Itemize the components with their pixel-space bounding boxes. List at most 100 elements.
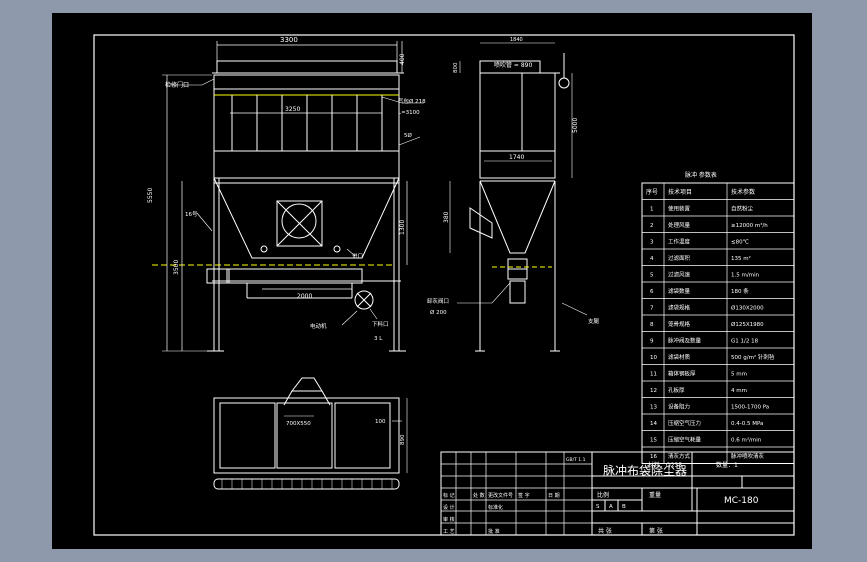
label-ladder: 16号 — [185, 211, 198, 218]
table-cell: 6 — [650, 289, 654, 295]
front-width-dim: 3300 — [280, 36, 298, 44]
side-top-dim: 800 — [453, 62, 459, 73]
table-cell: 笼骨规格 — [668, 320, 691, 328]
title-left-cell: 标 记 — [443, 492, 455, 499]
plan-inlet — [290, 377, 323, 392]
table-cell: 16 — [650, 454, 657, 460]
plan-conveyor — [213, 478, 400, 490]
plan-dim2: 100 — [375, 419, 386, 425]
title-left-cell: 工 艺 — [443, 529, 455, 535]
table-cell: 135 m² — [731, 255, 751, 262]
title-left-cell: 批 准 — [488, 528, 500, 535]
title-quantity: 数量：1 — [716, 461, 738, 469]
table-cell: 7 — [650, 306, 654, 312]
title-drawing-no: MC-180 — [724, 496, 759, 506]
table-cell: 0.6 m³/min — [731, 437, 762, 444]
title-stage-s: S — [596, 504, 600, 510]
table-cell: 9 — [650, 339, 654, 345]
front-height-dim: 5550 — [147, 188, 154, 203]
table-cell: 自然粉尘 — [731, 205, 754, 213]
title-scale-label: 比例 — [597, 491, 609, 499]
title-small-code: GB/T 1.1 — [566, 457, 586, 463]
title-left-cell: 更改文件号 — [488, 492, 513, 499]
table-header: 技术参数 — [731, 188, 755, 196]
side-valve-body — [509, 280, 526, 304]
front-upper-box — [213, 74, 400, 179]
table-cell: 8 — [650, 322, 654, 328]
front-hopper — [213, 177, 400, 259]
table-cell: 处理风量 — [668, 221, 691, 229]
table-cell: 脉冲喷吹清灰 — [731, 452, 765, 460]
table-cell: 工作温度 — [668, 238, 691, 246]
label-outlet-dim: 3 L — [374, 336, 383, 342]
side-hopper-dim: 380 — [443, 211, 450, 223]
title-block: 脉冲布袋除尘器 GB/T 1.1 材料：Q235 数量：1 MC-180 比例 … — [440, 451, 795, 536]
title-block-left-grid — [441, 452, 592, 535]
front-top-cap — [216, 60, 398, 74]
title-left-cell: 审 核 — [443, 516, 455, 523]
drawing-sheet: 3300 400 3250 5550 3500 1300 2000 检修门口 气… — [52, 13, 812, 549]
title-material: 材料：Q235 — [648, 461, 682, 469]
table-header: 序号 — [646, 188, 658, 196]
table-cell: 脉冲阀及数量 — [668, 337, 702, 345]
plan-dim3: 890 — [400, 434, 406, 445]
front-inner-width-dim: 3250 — [285, 106, 300, 113]
table-cell: 3 — [650, 240, 654, 246]
side-gauge — [558, 77, 570, 89]
title-block-frame — [440, 451, 795, 536]
side-label-top: 喷吹管 = 890 — [494, 61, 532, 69]
screw-motor — [206, 268, 230, 284]
front-hopper-dim: 1300 — [399, 220, 406, 235]
front-leg-height-dim: 3500 — [173, 260, 180, 275]
table-cell: 滤袋数量 — [668, 287, 691, 295]
title-name: 脉冲布袋除尘器 — [603, 463, 687, 478]
front-screw-dim: 2000 — [297, 293, 312, 300]
table-cell: 1 — [650, 207, 654, 213]
table-title: 脉冲 参数表 — [685, 171, 717, 179]
sheet-frame — [93, 34, 795, 536]
label-pipe: 5Ø — [404, 132, 412, 139]
side-label-leg: 支腿 — [588, 317, 600, 325]
label-maintenance-hole: 检修门口 — [165, 81, 189, 89]
table-cell: 4 — [650, 256, 654, 262]
table-cell: 5 — [650, 273, 654, 279]
title-stage-a: A — [609, 504, 613, 510]
table-cell: 滤袋材质 — [668, 353, 691, 361]
table-cell: 5 mm — [731, 372, 747, 378]
table-cell: 压缩空气压力 — [668, 419, 701, 427]
title-left-cell: 处 数 — [473, 492, 485, 499]
side-view: 1840 800 喷吹管 = 890 5000 1740 380 卸灰阀口 Ø … — [427, 37, 600, 352]
table-cell: 2 — [650, 223, 654, 229]
table-cell: 使用装置 — [668, 205, 691, 213]
table-cell: 孔板厚 — [668, 386, 685, 394]
table-cell: 4 mm — [731, 388, 747, 394]
table-cell: 0.4-0.5 MPa — [731, 421, 763, 427]
plan-dim1: 700X550 — [286, 421, 311, 427]
side-legs — [475, 181, 560, 352]
table-cell: 设备阻力 — [668, 403, 690, 411]
table-cell: 1500-1700 Pa — [731, 405, 769, 411]
table-cell: 10 — [650, 355, 657, 361]
table-cell: 清灰方式 — [668, 452, 691, 460]
plan-conveyor-hatch — [221, 479, 393, 489]
table-cell: 压缩空气耗量 — [668, 436, 702, 444]
front-view: 3300 400 3250 5550 3500 1300 2000 检修门口 气… — [147, 36, 426, 352]
table-cell: 过滤面积 — [668, 254, 691, 262]
screw-conveyor — [226, 268, 363, 284]
table-cell: 13 — [650, 405, 657, 411]
outlet-valve — [354, 290, 374, 310]
label-outlet: 下料口 — [372, 320, 389, 328]
table-cell: 14 — [650, 421, 657, 427]
title-left-cell: 日 期 — [548, 493, 560, 499]
front-inlet-box — [276, 200, 323, 247]
side-height-dim: 5000 — [572, 118, 579, 133]
title-left-cell: 签 字 — [518, 492, 530, 499]
label-motor: 电动机 — [310, 322, 327, 330]
plan-cell-3 — [334, 402, 391, 469]
table-cell: 1.5 m/min — [731, 273, 760, 279]
table-cell: Ø125X1980 — [731, 321, 764, 328]
side-hopper — [479, 180, 556, 254]
table-cell: 滤袋规格 — [668, 304, 691, 312]
side-mid-dim: 1740 — [509, 154, 524, 161]
